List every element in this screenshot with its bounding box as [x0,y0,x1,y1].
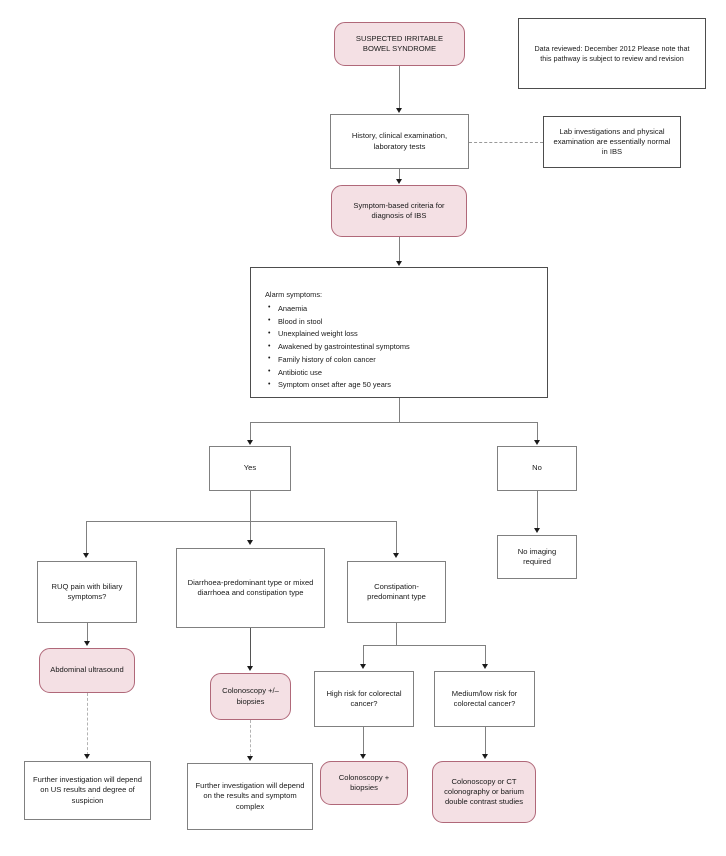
node-further-us-label: Further investigation will depend on US … [33,775,142,805]
node-diarrhoea-type[interactable]: Diarrhoea-predominant type or mixed diar… [176,548,325,628]
note-data-reviewed-label: Data reviewed: December 2012 Please note… [534,43,690,63]
connector-yes-no-bus [250,422,537,423]
connector-yes-down [250,491,251,522]
connector-criteria-to-alarm [399,237,400,262]
connector-alarm-down [399,398,400,422]
connector-bus-to-constipation [396,521,397,554]
arrow-colonoscopy-plus-biopsies [360,754,366,759]
alarm-symptoms-list: Anaemia Blood in stool Unexplained weigh… [265,304,547,390]
connector-diarrhoea-to-colonoscopy [250,628,251,667]
connector-three-way-bus [86,521,397,522]
node-abdominal-ultrasound-label: Abdominal ultrasound [50,665,124,675]
node-high-risk-label: High risk for colorectal cancer? [326,688,402,708]
arrow-colonoscopy-biopsies [247,666,253,671]
node-abdominal-ultrasound[interactable]: Abdominal ultrasound [39,648,135,693]
connector-bus-to-ruq [86,521,87,554]
node-constipation-type[interactable]: Constipation-predominant type [347,561,446,623]
node-constipation-type-label: Constipation-predominant type [367,581,426,601]
list-item: Anaemia [268,304,547,314]
connector-risk-bus [363,645,485,646]
note-lab-normal-label: Lab investigations and physical examinat… [553,126,671,157]
connector-history-to-lab-note [469,142,543,143]
connector-bus-to-no [537,422,538,441]
node-colonography-barium-label: Colonoscopy or CT colonography or barium… [444,776,524,807]
node-suspected-ibs-label: SUSPECTED IRRITABLE BOWEL SYNDROME [355,33,444,53]
node-suspected-ibs[interactable]: SUSPECTED IRRITABLE BOWEL SYNDROME [334,22,465,66]
connector-medium-low-to-colonography [485,727,486,755]
arrow-ultrasound [84,641,90,646]
arrow-diarrhoea [247,540,253,545]
node-symptom-criteria-label: Symptom-based criteria for diagnosis of … [353,200,445,220]
arrow-colonography-barium [482,754,488,759]
connector-history-to-criteria [399,169,400,180]
arrow-high-risk [360,664,366,669]
arrow-further-results [247,756,253,761]
connector-constipation-down [396,623,397,645]
node-no-label: No [532,463,542,473]
arrow-medium-low-risk [482,664,488,669]
list-item: Family history of colon cancer [268,355,547,365]
node-ruq-pain[interactable]: RUQ pain with biliary symptoms? [37,561,137,623]
arrow-history [396,108,402,113]
node-no-imaging-required[interactable]: No imaging required [497,535,577,579]
node-colonography-barium[interactable]: Colonoscopy or CT colonography or barium… [432,761,536,823]
note-lab-normal: Lab investigations and physical examinat… [543,116,681,168]
node-further-us[interactable]: Further investigation will depend on US … [24,761,151,820]
node-no[interactable]: No [497,446,577,491]
note-data-reviewed: Data reviewed: December 2012 Please note… [518,18,706,89]
connector-no-to-no-imaging [537,491,538,529]
arrow-no-imaging [534,528,540,533]
node-colonoscopy-plus-biopsies[interactable]: Colonoscopy + biopsies [320,761,408,805]
connector-suspected-to-history [399,66,400,109]
list-item: Blood in stool [268,317,547,327]
list-item: Symptom onset after age 50 years [268,381,547,390]
node-medium-low-risk[interactable]: Medium/low risk for colorectal cancer? [434,671,535,727]
arrow-yes [247,440,253,445]
arrow-further-us [84,754,90,759]
connector-ruq-to-ultrasound [87,623,88,642]
arrow-constipation [393,553,399,558]
arrow-ruq [83,553,89,558]
connector-bus-to-yes [250,422,251,441]
connector-high-risk-to-colonoscopy [363,727,364,755]
arrow-criteria [396,179,402,184]
node-history-exam[interactable]: History, clinical examination, laborator… [330,114,469,169]
node-ruq-pain-label: RUQ pain with biliary symptoms? [51,581,123,601]
node-yes[interactable]: Yes [209,446,291,491]
arrow-alarm [396,261,402,266]
node-history-exam-label: History, clinical examination, laborator… [351,131,448,151]
node-high-risk[interactable]: High risk for colorectal cancer? [314,671,414,727]
node-colonoscopy-biopsies-label: Colonoscopy +/– biopsies [222,686,279,706]
alarm-symptoms-title: Alarm symptoms: [265,290,323,299]
node-no-imaging-required-label: No imaging required [517,546,557,566]
connector-ultrasound-to-further-us [87,693,88,755]
connector-colonoscopy-to-further-results [250,720,251,757]
connector-bus-to-high-risk [363,645,364,665]
list-item: Awakened by gastrointestinal symptoms [268,343,547,352]
node-diarrhoea-type-label: Diarrhoea-predominant type or mixed diar… [187,577,314,597]
connector-bus-to-medium-low-risk [485,645,486,665]
node-further-results[interactable]: Further investigation will depend on the… [187,763,313,830]
node-colonoscopy-biopsies[interactable]: Colonoscopy +/– biopsies [210,673,291,720]
node-further-results-label: Further investigation will depend on the… [195,781,305,811]
node-symptom-criteria[interactable]: Symptom-based criteria for diagnosis of … [331,185,467,237]
node-medium-low-risk-label: Medium/low risk for colorectal cancer? [451,688,518,708]
node-colonoscopy-plus-biopsies-label: Colonoscopy + biopsies [338,772,390,792]
list-item: Antibiotic use [268,368,547,378]
node-alarm-symptoms: Alarm symptoms: Anaemia Blood in stool U… [250,267,548,398]
node-yes-label: Yes [243,463,257,473]
list-item: Unexplained weight loss [268,330,547,339]
arrow-no [534,440,540,445]
connector-bus-to-diarrhoea [250,521,251,541]
